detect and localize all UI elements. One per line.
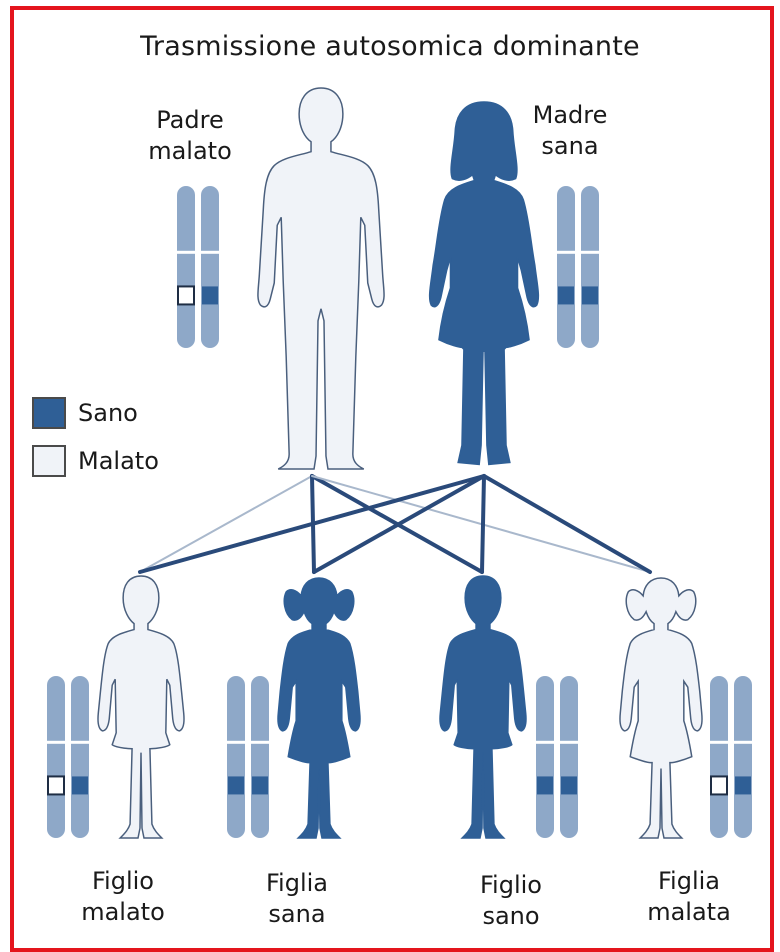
chromosome — [557, 186, 575, 348]
mother-label-line1: Madre — [510, 100, 630, 131]
centromere — [176, 251, 196, 254]
affected-allele-marker — [48, 776, 64, 794]
centromere — [733, 741, 753, 744]
chromosome — [71, 676, 89, 838]
inheritance-lines — [140, 476, 650, 572]
healthy-swatch-icon — [32, 397, 66, 429]
legend-label-affected: Malato — [78, 447, 159, 475]
legend-label-healthy: Sano — [78, 399, 138, 427]
child-3-label-line2: sano — [446, 901, 576, 932]
child-2-label-line2: sana — [232, 899, 362, 930]
chromosome — [710, 676, 728, 838]
centromere — [559, 741, 579, 744]
centromere — [580, 251, 600, 254]
child-3-figure — [440, 576, 526, 838]
centromere — [70, 741, 90, 744]
chromosome — [581, 186, 599, 348]
father-chromosomes — [176, 186, 220, 348]
line-mother-child-4 — [484, 476, 650, 572]
mother-chromosomes — [556, 186, 600, 348]
healthy-allele-marker — [561, 776, 577, 794]
father-label-line1: Padre — [130, 105, 250, 136]
healthy-allele-marker — [252, 776, 268, 794]
chromosome — [251, 676, 269, 838]
affected-allele-marker — [711, 776, 727, 794]
affected-swatch-icon — [32, 445, 66, 477]
healthy-allele-marker — [558, 286, 574, 304]
centromere — [250, 741, 270, 744]
father-label-line2: malato — [130, 136, 250, 167]
chromosome — [201, 186, 219, 348]
child-2-label-line1: Figlia — [232, 868, 362, 899]
legend-item-affected: Malato — [32, 444, 159, 478]
chromosome — [734, 676, 752, 838]
father-label: Padre malato — [130, 105, 250, 167]
line-mother-child-3 — [482, 476, 484, 572]
legend-item-healthy: Sano — [32, 396, 138, 430]
centromere — [709, 741, 729, 744]
child-4-label-line1: Figlia — [624, 866, 754, 897]
diagram-title: Trasmissione autosomica dominante — [0, 30, 780, 64]
child-3-chromosomes — [535, 676, 579, 838]
chromosome — [536, 676, 554, 838]
chromosome — [47, 676, 65, 838]
affected-allele-marker — [178, 286, 194, 304]
father-figure — [258, 88, 384, 469]
child-2-chromosomes — [226, 676, 270, 838]
child-1-label: Figlio malato — [58, 866, 188, 928]
centromere — [226, 741, 246, 744]
healthy-allele-marker — [537, 776, 553, 794]
child-2-figure — [278, 578, 360, 838]
child-3-label: Figlio sano — [446, 870, 576, 932]
child-1-label-line1: Figlio — [58, 866, 188, 897]
chromosome — [560, 676, 578, 838]
child-4-figure — [620, 578, 702, 838]
centromere — [46, 741, 66, 744]
mother-label-line2: sana — [510, 131, 630, 162]
child-4-label: Figlia malata — [624, 866, 754, 928]
healthy-allele-marker — [735, 776, 751, 794]
centromere — [535, 741, 555, 744]
centromere — [556, 251, 576, 254]
child-3-label-line1: Figlio — [446, 870, 576, 901]
line-father-child-1 — [140, 476, 312, 572]
child-4-chromosomes — [709, 676, 753, 838]
healthy-allele-marker — [202, 286, 218, 304]
child-2-label: Figlia sana — [232, 868, 362, 930]
healthy-allele-marker — [228, 776, 244, 794]
mother-label: Madre sana — [510, 100, 630, 162]
centromere — [200, 251, 220, 254]
chromosome — [177, 186, 195, 348]
chromosome — [227, 676, 245, 838]
healthy-allele-marker — [72, 776, 88, 794]
child-1-label-line2: malato — [58, 897, 188, 928]
child-1-figure — [98, 576, 184, 838]
child-4-label-line2: malata — [624, 897, 754, 928]
child-1-chromosomes — [46, 676, 90, 838]
healthy-allele-marker — [582, 286, 598, 304]
